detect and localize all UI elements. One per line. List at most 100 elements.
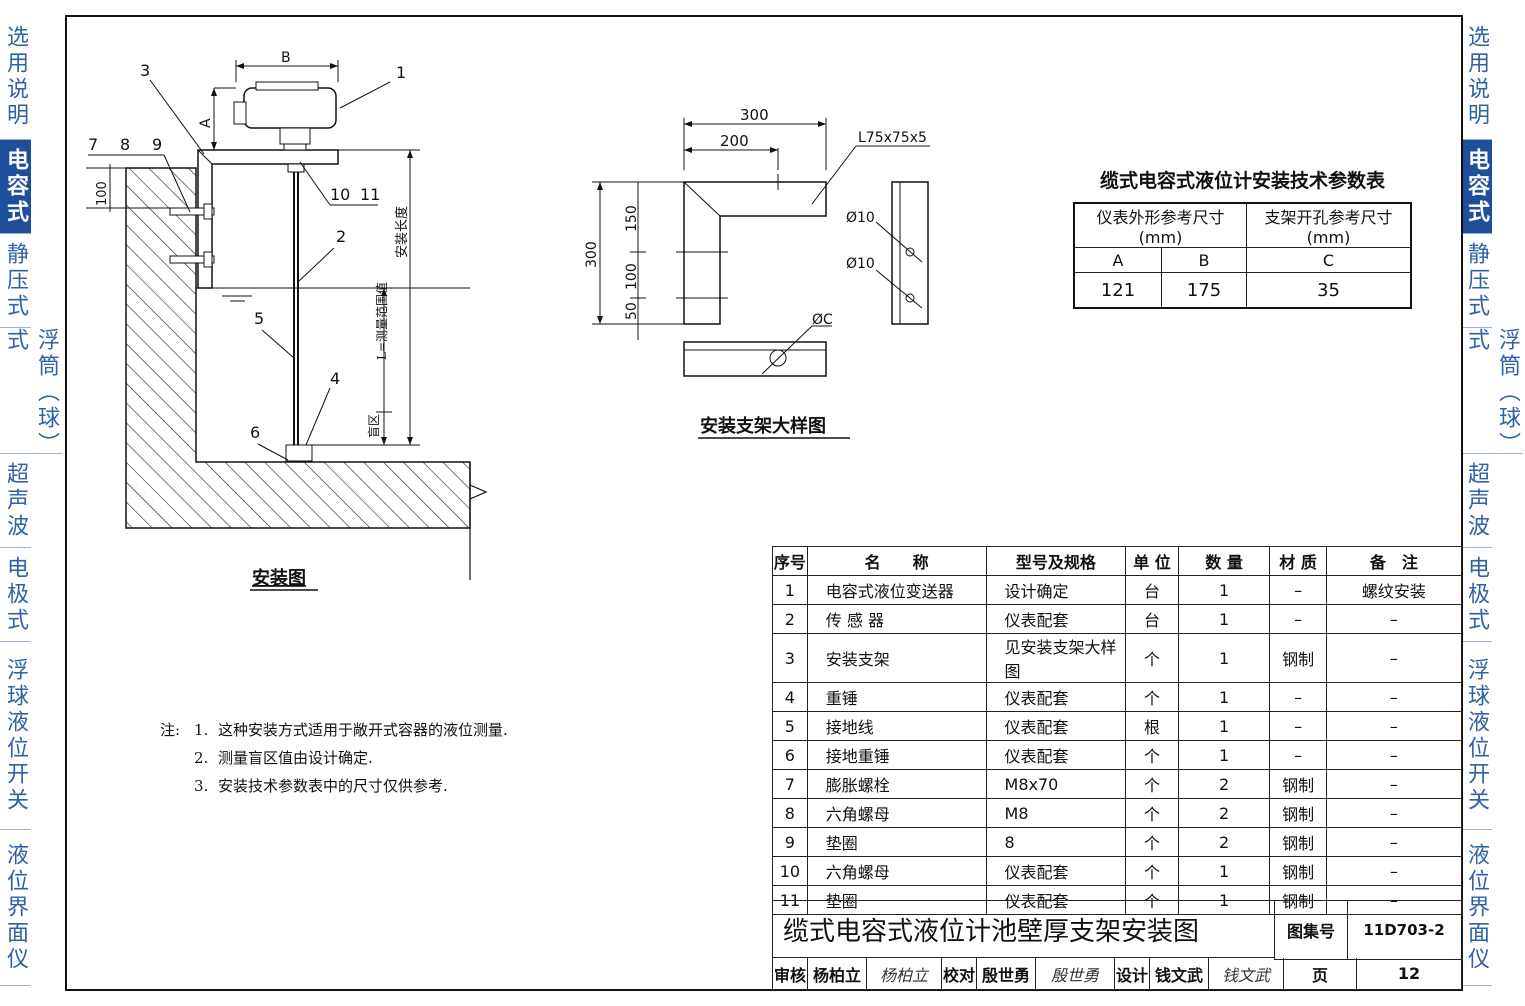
blind-zone-label: 盲区 <box>366 414 381 438</box>
hole-label-1: Ø10 <box>846 210 875 226</box>
param-val-c: 35 <box>1246 272 1412 309</box>
parts-cell: 9 <box>772 827 808 857</box>
parts-cell: 垫圈 <box>806 827 987 857</box>
break-line <box>469 484 488 500</box>
category-tab-1[interactable]: 电容式 <box>1461 140 1492 234</box>
category-tab-7[interactable]: 液位界面仪 <box>0 830 31 986</box>
parts-cell: – <box>1325 827 1463 857</box>
page-number: 12 <box>1397 964 1421 983</box>
parts-cell: 仪表配套 <box>985 682 1127 712</box>
parts-cell: 10 <box>772 856 808 886</box>
design-label: 设计 <box>1115 958 1150 989</box>
parts-cell: 1 <box>1177 856 1271 886</box>
dim-50: 50 <box>624 302 640 320</box>
parts-cell: 仪表配套 <box>985 604 1127 634</box>
param-col-a: A <box>1073 247 1162 273</box>
callout-9: 9 <box>152 135 162 154</box>
parts-cell: 3 <box>772 633 808 683</box>
category-tab-2[interactable]: 静压式 <box>0 234 31 328</box>
parts-cell: – <box>1269 604 1327 634</box>
note-2: 测量盲区值由设计确定. <box>218 749 373 767</box>
parts-cell: 个 <box>1125 740 1179 770</box>
parts-cell: 4 <box>772 682 808 712</box>
bracket-bottom-view <box>683 341 827 377</box>
installation-bracket <box>197 149 339 289</box>
category-tab-7[interactable]: 液位界面仪 <box>1461 830 1492 986</box>
category-tab-2[interactable]: 静压式 <box>1461 234 1492 328</box>
dim-A-label: A <box>198 118 214 128</box>
parts-cell: 钢制 <box>1269 633 1327 683</box>
parts-header-1: 名 称 <box>806 546 987 576</box>
parts-cell: 设计确定 <box>985 575 1127 605</box>
parts-cell: 2 <box>1177 769 1271 799</box>
parts-cell: 5 <box>772 711 808 741</box>
parts-cell: 重锤 <box>806 682 987 712</box>
dim-300-side: 300 <box>584 241 600 268</box>
category-tab-4[interactable]: 超声波 <box>0 454 31 548</box>
parts-cell: 六角螺母 <box>806 798 987 828</box>
sheet-border <box>65 15 1463 991</box>
dim-100-bracket: 100 <box>624 263 640 290</box>
parts-cell: – <box>1325 682 1463 712</box>
measure-range-label: L=测量范围值 <box>374 282 389 360</box>
atlas-number: 11D703-2 <box>1346 900 1463 960</box>
parts-cell: M8x70 <box>985 769 1127 799</box>
check-label: 校对 <box>942 958 977 989</box>
parts-cell: 钢制 <box>1269 856 1327 886</box>
category-tab-1[interactable]: 电容式 <box>0 140 31 234</box>
parts-cell: M8 <box>985 798 1127 828</box>
category-tab-5[interactable]: 电极式 <box>1461 548 1492 642</box>
parts-cell: – <box>1325 711 1463 741</box>
category-tab-6[interactable]: 浮球液位开关 <box>0 642 31 830</box>
parts-cell: 钢制 <box>1269 798 1327 828</box>
category-tab-6[interactable]: 浮球液位开关 <box>1461 642 1492 830</box>
parts-cell: 钢制 <box>1269 827 1327 857</box>
callout-1: 1 <box>396 63 406 82</box>
left-category-nav: 选用说明电容式静压式浮筒（球）式超声波电极式浮球液位开关液位界面仪 <box>0 14 66 990</box>
category-tab-0[interactable]: 选用说明 <box>1461 14 1492 140</box>
parts-cell: 2 <box>1177 798 1271 828</box>
checker-name: 殷世勇 <box>977 958 1036 989</box>
parts-header-2: 型号及规格 <box>985 546 1127 576</box>
callout-6: 6 <box>250 423 260 442</box>
param-col-b: B <box>1161 247 1247 273</box>
parts-header-3: 单 位 <box>1125 546 1179 576</box>
parts-cell: 个 <box>1125 827 1179 857</box>
parts-header-4: 数 量 <box>1177 546 1271 576</box>
angle-steel-label: L75x75x5 <box>858 130 927 146</box>
category-tab-3[interactable]: 浮筒（球）式 <box>0 328 62 454</box>
parts-cell: 安装支架 <box>806 633 987 683</box>
notes: 注:1.这种安装方式适用于敞开式容器的液位测量. 2.测量盲区值由设计确定. 3… <box>160 716 508 800</box>
parts-cell: 1 <box>1177 682 1271 712</box>
parts-cell: 1 <box>1177 604 1271 634</box>
title-block: 缆式电容式液位计池壁厚支架安装图 图集号 11D703-2 审核 杨柏立 杨柏立… <box>772 900 1463 990</box>
callout-10: 10 <box>330 185 350 204</box>
parts-cell: 个 <box>1125 633 1179 683</box>
parts-cell: – <box>1325 633 1463 683</box>
parts-cell: 8 <box>985 827 1127 857</box>
parts-cell: 1 <box>1177 740 1271 770</box>
callout-4: 4 <box>330 369 340 388</box>
parts-header-0: 序号 <box>772 546 808 576</box>
parts-cell: 个 <box>1125 856 1179 886</box>
parts-cell: 接地重锤 <box>806 740 987 770</box>
notes-label: 注: <box>160 721 181 739</box>
parts-cell: 1 <box>772 575 808 605</box>
category-tab-0[interactable]: 选用说明 <box>0 14 31 140</box>
parts-cell: 1 <box>1177 633 1271 683</box>
dim-300-top: 300 <box>740 106 769 124</box>
category-tab-4[interactable]: 超声波 <box>1461 454 1492 548</box>
parts-cell: 根 <box>1125 711 1179 741</box>
parts-cell: 钢制 <box>1269 769 1327 799</box>
parts-cell: 见安装支架大样图 <box>985 633 1127 683</box>
parts-cell: 7 <box>772 769 808 799</box>
callout-7: 7 <box>88 135 98 154</box>
callout-3: 3 <box>140 61 150 80</box>
right-category-nav: 选用说明电容式静压式浮筒（球）式超声波电极式浮球液位开关液位界面仪 <box>1461 14 1525 990</box>
designer-name: 钱文武 <box>1150 958 1209 989</box>
category-tab-5[interactable]: 电极式 <box>0 548 31 642</box>
category-tab-3[interactable]: 浮筒（球）式 <box>1461 328 1523 454</box>
